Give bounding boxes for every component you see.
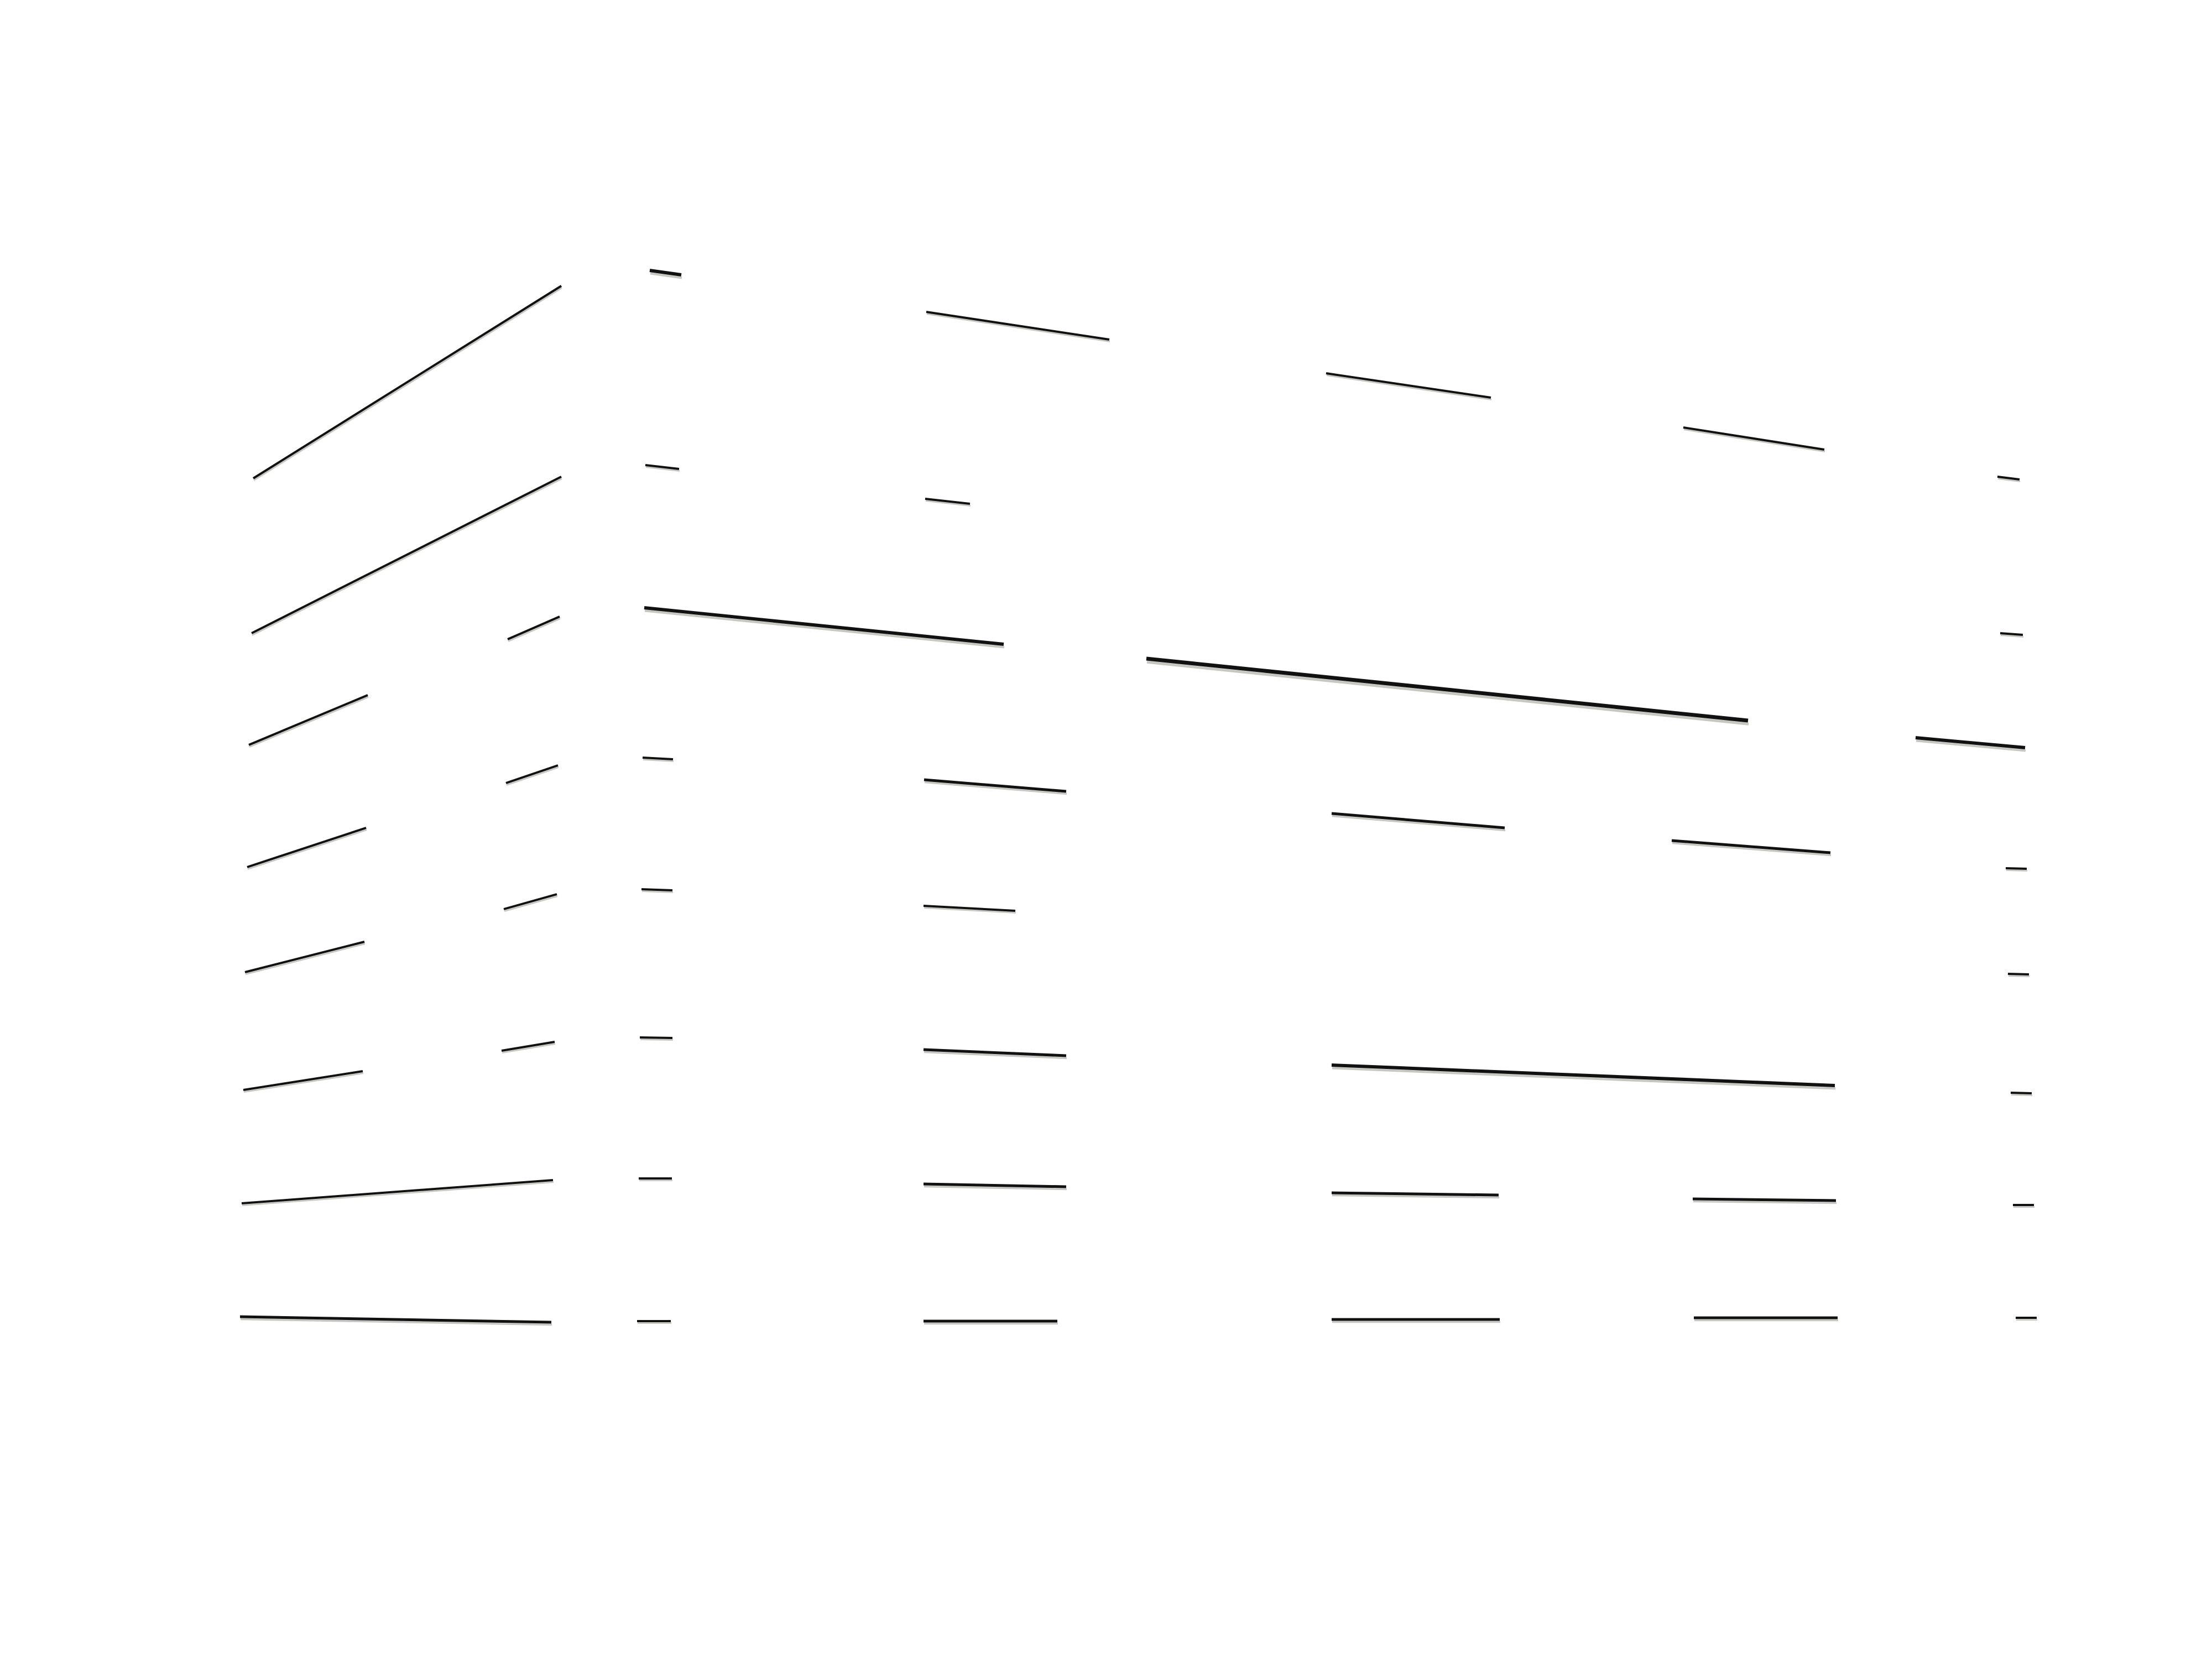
line-strip	[507, 615, 560, 640]
line-strip-shadow	[247, 829, 367, 870]
line-strip	[649, 269, 682, 276]
line-strip	[642, 757, 674, 760]
line-strip-shadow	[249, 696, 369, 748]
line-strip-shadow	[924, 907, 1016, 914]
line-strip-shadow	[1332, 815, 1506, 832]
line-strip-shadow	[643, 759, 674, 762]
line-strip-shadow	[253, 287, 562, 481]
line-strip	[1915, 736, 2026, 749]
line-strip	[924, 778, 1067, 793]
line-strip-shadow	[245, 943, 366, 975]
line-strip-shadow	[252, 478, 562, 636]
line-strip	[644, 606, 1004, 646]
line-strip-shadow	[504, 895, 558, 912]
line-strip	[1997, 476, 2020, 481]
line-strip-shadow	[1916, 739, 2026, 752]
line-strip	[1326, 372, 1491, 399]
line-strip-shadow	[1672, 842, 1832, 857]
line-strip-shadow	[924, 781, 1067, 795]
line-strip	[251, 476, 562, 634]
line-strip	[2005, 867, 2027, 870]
line-strip-shadow	[1693, 1200, 1837, 1204]
line-strip	[2000, 632, 2023, 636]
line-strip	[1331, 812, 1505, 830]
line-strip-shadow	[645, 466, 680, 472]
line-strip-shadow	[925, 500, 971, 507]
line-strip	[1671, 839, 1831, 854]
line-strip-shadow	[1997, 478, 2021, 482]
line-strip-shadow	[242, 1181, 554, 1206]
line-strip	[243, 1070, 363, 1091]
line-strip-shadow	[506, 766, 559, 786]
line-strip	[1692, 1197, 1837, 1202]
line-strip-shadow	[1326, 374, 1492, 400]
line-strip-shadow	[243, 1072, 364, 1093]
line-strip	[241, 1179, 554, 1204]
line-strip	[248, 694, 368, 746]
line-strip-shadow	[508, 618, 561, 642]
line-strip	[503, 893, 557, 910]
line-strip	[645, 464, 680, 470]
line-strip-shadow	[1683, 429, 1825, 452]
line-strip-shadow	[2008, 975, 2030, 977]
line-strip	[505, 764, 559, 784]
line-strip	[239, 1315, 552, 1324]
line-strip	[252, 285, 562, 479]
line-strip-shadow	[644, 609, 1005, 649]
line-strip-shadow	[2006, 869, 2028, 872]
line-strip-shadow	[926, 313, 1110, 342]
line-strip-shadow	[1332, 1194, 1500, 1199]
line-strip	[1683, 426, 1825, 451]
line-strip	[923, 1048, 1067, 1057]
line-strip	[926, 311, 1110, 341]
line-strip-shadow	[502, 1043, 556, 1053]
line-strip	[501, 1041, 555, 1052]
line-strip	[923, 1182, 1067, 1188]
line-strip-shadow	[650, 272, 682, 279]
line-strip	[244, 941, 365, 973]
line-strip	[1331, 1063, 1835, 1087]
line-strip-shadow	[1332, 1067, 1836, 1090]
line-strip-shadow	[924, 1185, 1067, 1191]
line-strip-shadow	[240, 1318, 552, 1326]
line-strip-shadow	[924, 1051, 1067, 1060]
line-strip	[1146, 656, 1749, 723]
line-strip-shadow	[1146, 660, 1749, 726]
line-strip	[923, 905, 1016, 912]
line-strip	[925, 498, 971, 505]
line-strip	[1331, 1191, 1499, 1197]
line-strip-shadow	[641, 890, 674, 893]
line-strip	[641, 888, 673, 891]
line-strip-shadow	[2000, 634, 2024, 638]
line-strip	[247, 827, 367, 868]
line-strip	[639, 1036, 673, 1039]
